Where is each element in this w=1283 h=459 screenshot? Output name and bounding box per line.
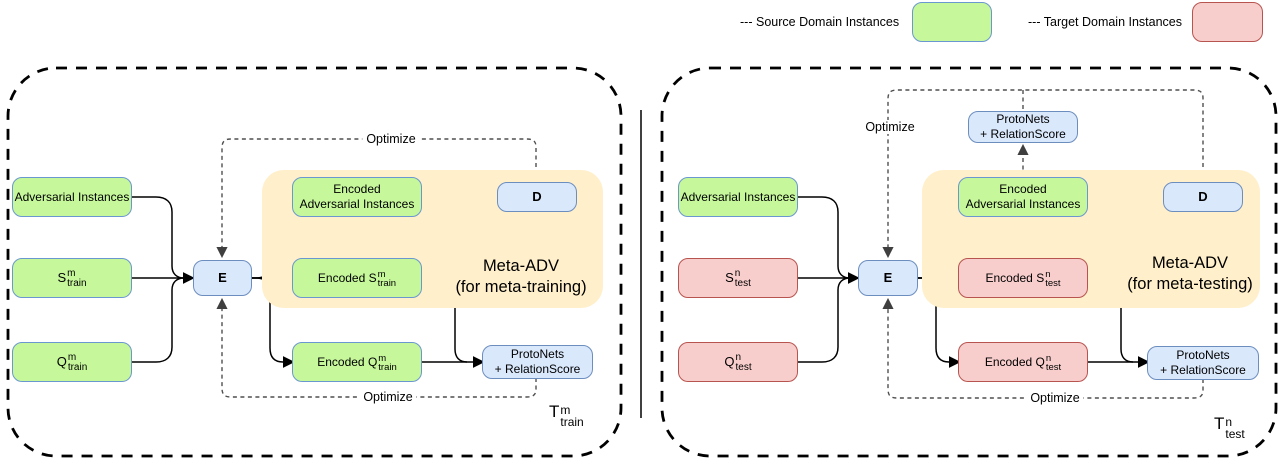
left-query-base: Q [56,353,67,369]
left-discriminator-label: D [532,188,542,204]
right-support-base: S [725,269,734,285]
left-protonets-box: ProtoNets+ RelationScore [482,345,593,379]
left-meta-adv-title: Meta-ADV(for meta-training) [455,257,587,296]
legend-target-swatch [1192,2,1263,42]
legend-source-label: --- Source Domain Instances [740,15,899,29]
right-protonets-box: ProtoNets+ RelationScore [1147,346,1259,380]
legend-source-dashes: --- [740,15,753,29]
right-adversarial-instances-label: Adversarial Instances [680,189,796,204]
left-encoded-query-label: Encoded Q [317,354,378,369]
superscript: n [734,268,741,279]
superscript: n [735,352,742,363]
left-protonets-label: ProtoNets+ RelationScore [494,347,581,376]
legend-target-dashes: --- [1028,15,1041,29]
right-encoded-query-label: Encoded Q [984,354,1045,369]
left-discriminator-box: D [497,182,577,212]
left-encoder-label: E [218,269,227,285]
left-encoded-support-label: Encoded S [317,270,377,285]
superscript: m [377,268,386,280]
right-discriminator-label: D [1198,188,1208,204]
right-meta-adv-title: Meta-ADV(for meta-testing) [1127,254,1253,293]
legend-target-text: Target Domain Instances [1043,15,1183,29]
left-adversarial-instances-label: Adversarial Instances [14,189,130,204]
left-support-base: S [57,269,67,285]
right-protonets-label: ProtoNets+ RelationScore [1160,348,1246,377]
legend-target-label: --- Target Domain Instances [1028,15,1182,29]
superscript: n [1045,352,1052,364]
superscript: m [67,268,76,279]
right-encoded-support-label: Encoded S [985,270,1045,285]
right-discriminator-box: D [1163,182,1243,212]
subscript: test [734,278,751,289]
right-protonets-top-label: ProtoNets+ RelationScore [980,112,1066,141]
left-optimize-bottom-label: Optimize [359,390,417,404]
left-encoder-box: E [193,260,252,296]
right-adversarial-instances-box: Adversarial Instances [678,177,798,217]
superscript: m [378,352,387,364]
subscript: train [67,278,87,289]
subscript: train [560,415,584,429]
right-optimize-bottom-label: Optimize [1026,391,1084,405]
left-adversarial-instances-box: Adversarial Instances [12,177,132,217]
left-optimize-top-label: Optimize [362,132,420,146]
legend-source-text: Source Domain Instances [755,15,900,29]
subscript: train [378,362,397,373]
right-encoder-box: E [858,260,918,296]
subscript: test [1225,427,1245,441]
superscript: n [1045,268,1051,280]
subscript: train [67,362,88,373]
superscript: n [1225,415,1233,429]
legend-source-swatch [912,2,992,42]
right-protonets-top-box: ProtoNets+ RelationScore [968,111,1078,143]
subscript: test [1045,362,1062,373]
superscript: m [560,403,571,417]
subscript: test [1045,278,1061,289]
right-query-base: Q [724,353,735,369]
subscript: train [377,278,397,289]
right-optimize-top-label: Optimize [861,120,919,134]
right-encoder-label: E [883,269,893,285]
superscript: m [67,352,77,363]
subscript: test [735,362,752,373]
